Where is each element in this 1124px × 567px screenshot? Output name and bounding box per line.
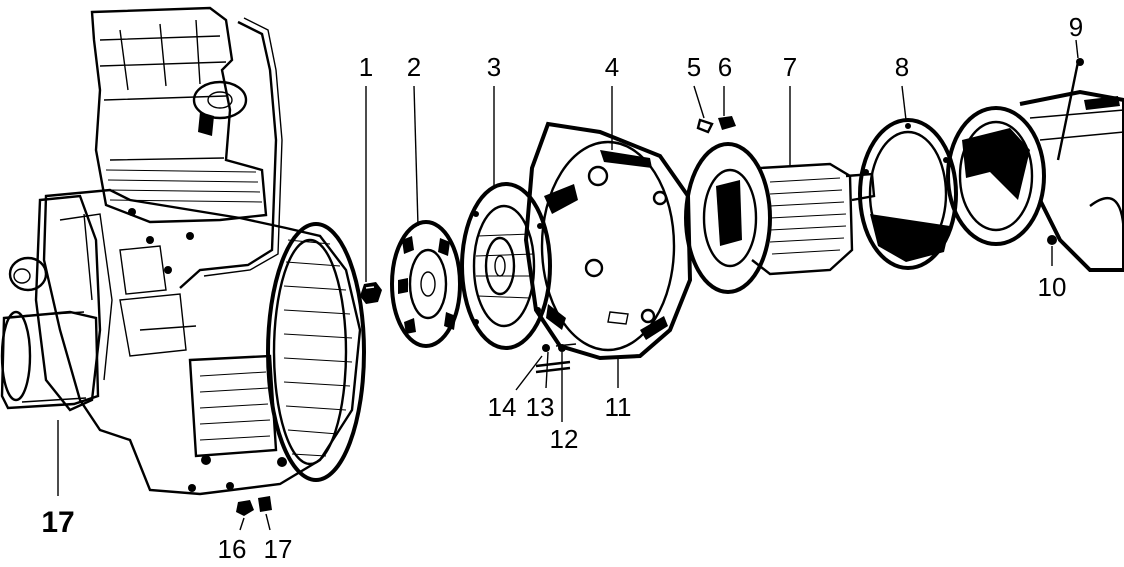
parts-16-17-nuts <box>236 496 272 516</box>
callout-6: 6 <box>718 52 732 82</box>
callout-4: 4 <box>605 52 619 82</box>
part-8-gasket <box>858 118 958 270</box>
transmission-case <box>946 89 1124 272</box>
callout-13: 13 <box>526 392 555 422</box>
callout-16: 16 <box>218 534 247 564</box>
callout-12: 12 <box>550 424 579 454</box>
callout-14: 14 <box>488 392 517 422</box>
part-7-gearbox <box>684 142 876 294</box>
engine-block <box>0 6 366 496</box>
callout-2: 2 <box>407 52 421 82</box>
callout-1: 1 <box>359 52 373 82</box>
part-2-clutch-disc <box>390 220 462 348</box>
part-1-nut <box>360 282 382 304</box>
callout-5: 5 <box>687 52 701 82</box>
callout-8: 8 <box>895 52 909 82</box>
parts-11-14-studs <box>535 343 577 374</box>
callout-7: 7 <box>783 52 797 82</box>
callout-3: 3 <box>487 52 501 82</box>
leader-14 <box>515 355 543 391</box>
callout-labels: 1 2 3 4 5 6 7 8 9 10 11 12 13 14 16 17 1… <box>41 12 1083 564</box>
part-5-6-fasteners <box>696 116 736 134</box>
leader-9 <box>1075 39 1079 59</box>
leader-2 <box>413 85 419 227</box>
callout-11: 11 <box>605 392 632 422</box>
callout-17-engine: 17 <box>41 506 74 539</box>
callout-10: 10 <box>1038 272 1067 302</box>
leader-5 <box>693 85 705 119</box>
leader-17 <box>265 513 271 531</box>
callout-17: 17 <box>264 534 293 564</box>
callout-9: 9 <box>1069 12 1083 42</box>
leader-8 <box>901 85 907 121</box>
part-4-bell-housing <box>523 121 693 361</box>
part-3-pressure-plate <box>460 182 552 350</box>
leader-13 <box>545 351 549 389</box>
part-9-rod <box>1056 58 1084 161</box>
leader-lines <box>57 39 1079 531</box>
leader-16 <box>239 517 245 531</box>
